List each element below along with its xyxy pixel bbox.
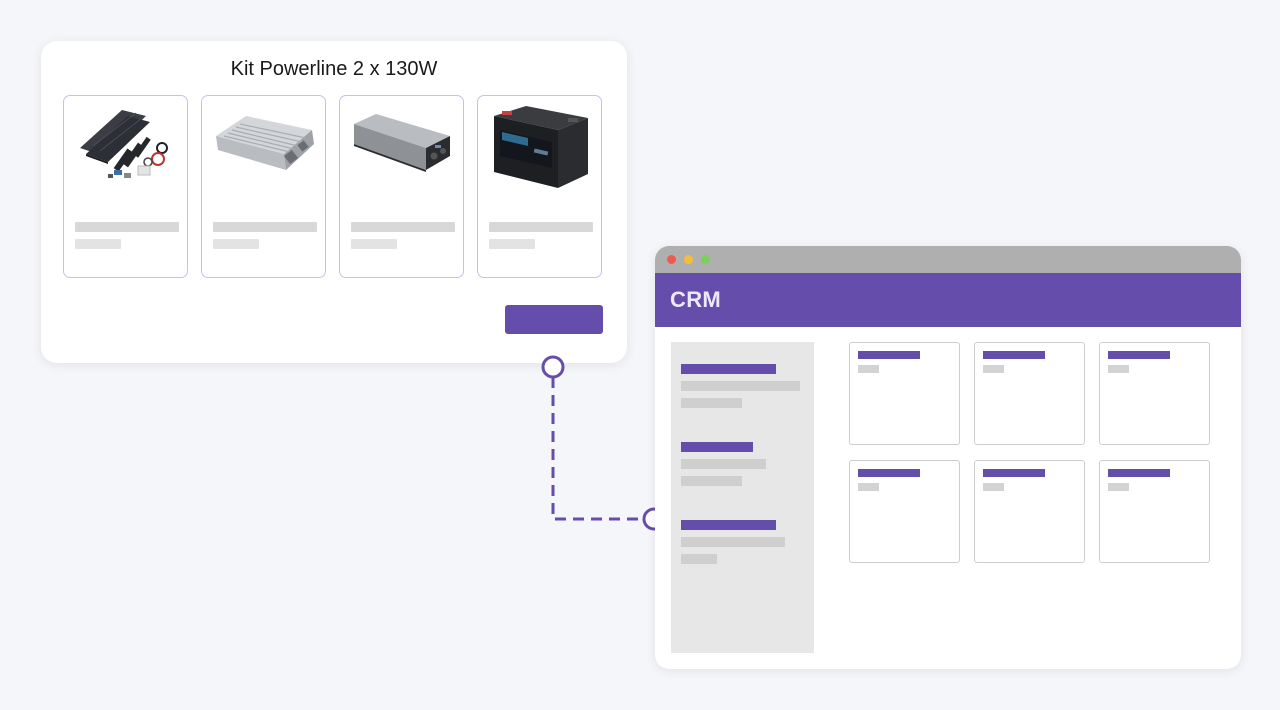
record-title-placeholder	[1108, 469, 1170, 477]
close-window-icon[interactable]	[667, 255, 676, 264]
record-card[interactable]	[1099, 460, 1210, 563]
product-price-placeholder	[213, 239, 259, 249]
product-card-inverter[interactable]	[339, 95, 464, 278]
record-title-placeholder	[983, 351, 1045, 359]
sidebar-section-title[interactable]	[681, 442, 753, 452]
charge-controller-image	[216, 116, 314, 170]
record-detail-placeholder	[858, 365, 879, 373]
product-name-placeholder	[351, 222, 455, 232]
sidebar-line-placeholder	[681, 554, 717, 564]
product-name-placeholder	[75, 222, 179, 232]
sidebar-line-placeholder	[681, 398, 742, 408]
sidebar-line-placeholder	[681, 476, 742, 486]
kit-card: Kit Powerline 2 x 130W	[41, 41, 627, 363]
sidebar-line-placeholder	[681, 459, 766, 469]
product-name-placeholder	[489, 222, 593, 232]
minimize-window-icon[interactable]	[684, 255, 693, 264]
product-price-placeholder	[489, 239, 535, 249]
connector-start-node	[541, 355, 565, 379]
power-inverter-image	[354, 114, 450, 172]
add-kit-button[interactable]	[505, 305, 603, 334]
product-name-placeholder	[213, 222, 317, 232]
record-card[interactable]	[974, 460, 1085, 563]
record-title-placeholder	[858, 469, 920, 477]
sidebar-line-placeholder	[681, 381, 800, 391]
record-title-placeholder	[983, 469, 1045, 477]
record-detail-placeholder	[983, 483, 1004, 491]
record-title-placeholder	[1108, 351, 1170, 359]
sidebar-line-placeholder	[681, 537, 785, 547]
record-detail-placeholder	[1108, 365, 1129, 373]
product-price-placeholder	[351, 239, 397, 249]
lithium-battery-image	[494, 106, 588, 188]
sidebar-section-title[interactable]	[681, 520, 776, 530]
product-price-placeholder	[75, 239, 121, 249]
record-detail-placeholder	[858, 483, 879, 491]
record-card[interactable]	[1099, 342, 1210, 445]
solar-panel-kit-image	[80, 110, 168, 178]
product-card-battery[interactable]	[477, 95, 602, 278]
record-card[interactable]	[974, 342, 1085, 445]
window-titlebar	[655, 246, 1241, 273]
record-detail-placeholder	[983, 365, 1004, 373]
record-title-placeholder	[858, 351, 920, 359]
product-card-solar-panel[interactable]	[63, 95, 188, 278]
record-detail-placeholder	[1108, 483, 1129, 491]
record-card[interactable]	[849, 342, 960, 445]
crm-sidebar	[671, 342, 814, 653]
maximize-window-icon[interactable]	[701, 255, 710, 264]
kit-title: Kit Powerline 2 x 130W	[230, 58, 438, 80]
sidebar-section-title[interactable]	[681, 364, 776, 374]
record-card[interactable]	[849, 460, 960, 563]
crm-header: CRM	[655, 273, 1241, 327]
crm-title: CRM	[670, 287, 722, 312]
crm-window: CRM	[655, 246, 1241, 669]
product-card-controller[interactable]	[201, 95, 326, 278]
